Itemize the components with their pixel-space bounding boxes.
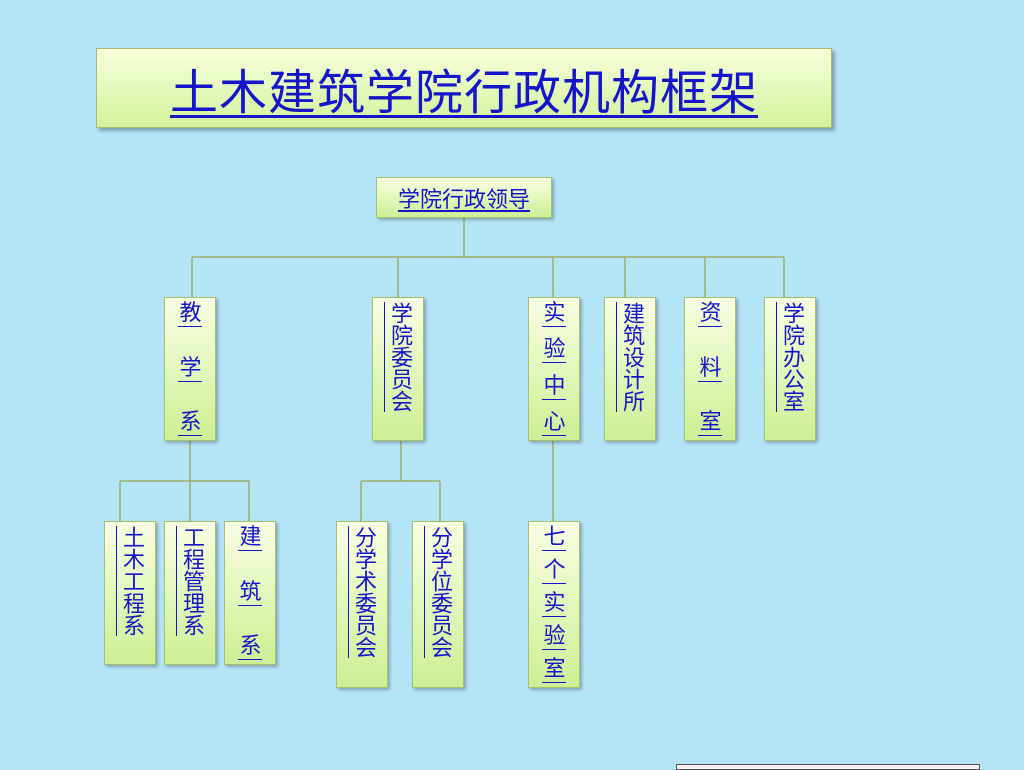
node-labs-char-4: 室 bbox=[542, 657, 566, 683]
node-civil-label: 土木工程系 bbox=[116, 526, 144, 636]
node-labs-char-2: 实 bbox=[542, 591, 566, 617]
scrollbar-hint bbox=[676, 764, 980, 770]
node-committee: 学院委员会 bbox=[372, 297, 424, 441]
node-architecture-char-0: 建 bbox=[238, 525, 262, 551]
node-office: 学院办公室 bbox=[764, 297, 816, 441]
node-archive-char-2: 室 bbox=[698, 410, 722, 436]
node-architecture: 建筑系 bbox=[224, 521, 276, 665]
node-root: 学院行政领导 bbox=[376, 177, 552, 218]
node-lab-center-char-3: 心 bbox=[542, 409, 566, 436]
node-degree-label: 分学位委员会 bbox=[424, 526, 452, 658]
node-architecture-char-2: 系 bbox=[238, 634, 262, 660]
node-archive-char-0: 资 bbox=[698, 301, 722, 327]
node-teaching-char-2: 系 bbox=[178, 410, 202, 436]
node-architecture-char-1: 筑 bbox=[238, 579, 262, 606]
node-design-institute: 建筑设计所 bbox=[604, 297, 656, 441]
node-lab-center-char-0: 实 bbox=[542, 301, 566, 327]
node-root-label: 学院行政领导 bbox=[397, 187, 530, 213]
node-management-label: 工程管理系 bbox=[176, 526, 204, 636]
node-management: 工程管理系 bbox=[164, 521, 216, 665]
node-teaching: 教学系 bbox=[164, 297, 216, 441]
page-title: 土木建筑学院行政机构框架 bbox=[169, 65, 758, 121]
node-committee-label: 学院委员会 bbox=[384, 302, 412, 412]
node-archive: 资料室 bbox=[684, 297, 736, 441]
node-labs: 七个实验室 bbox=[528, 521, 580, 688]
node-civil: 土木工程系 bbox=[104, 521, 156, 665]
node-design-institute-label: 建筑设计所 bbox=[616, 302, 644, 412]
node-teaching-char-0: 教 bbox=[178, 301, 202, 327]
node-office-label: 学院办公室 bbox=[776, 302, 804, 412]
node-academic-label: 分学术委员会 bbox=[348, 526, 376, 658]
node-labs-char-1: 个 bbox=[542, 558, 566, 584]
node-labs-char-3: 验 bbox=[542, 624, 566, 650]
node-degree: 分学位委员会 bbox=[412, 521, 464, 688]
title-banner: 土木建筑学院行政机构框架 bbox=[96, 48, 832, 128]
node-lab-center-char-2: 中 bbox=[542, 373, 566, 400]
node-lab-center-char-1: 验 bbox=[542, 337, 566, 364]
node-labs-char-0: 七 bbox=[542, 525, 566, 551]
node-lab-center: 实验中心 bbox=[528, 297, 580, 441]
node-teaching-char-1: 学 bbox=[178, 355, 202, 382]
node-academic: 分学术委员会 bbox=[336, 521, 388, 688]
node-archive-char-1: 料 bbox=[698, 355, 722, 382]
